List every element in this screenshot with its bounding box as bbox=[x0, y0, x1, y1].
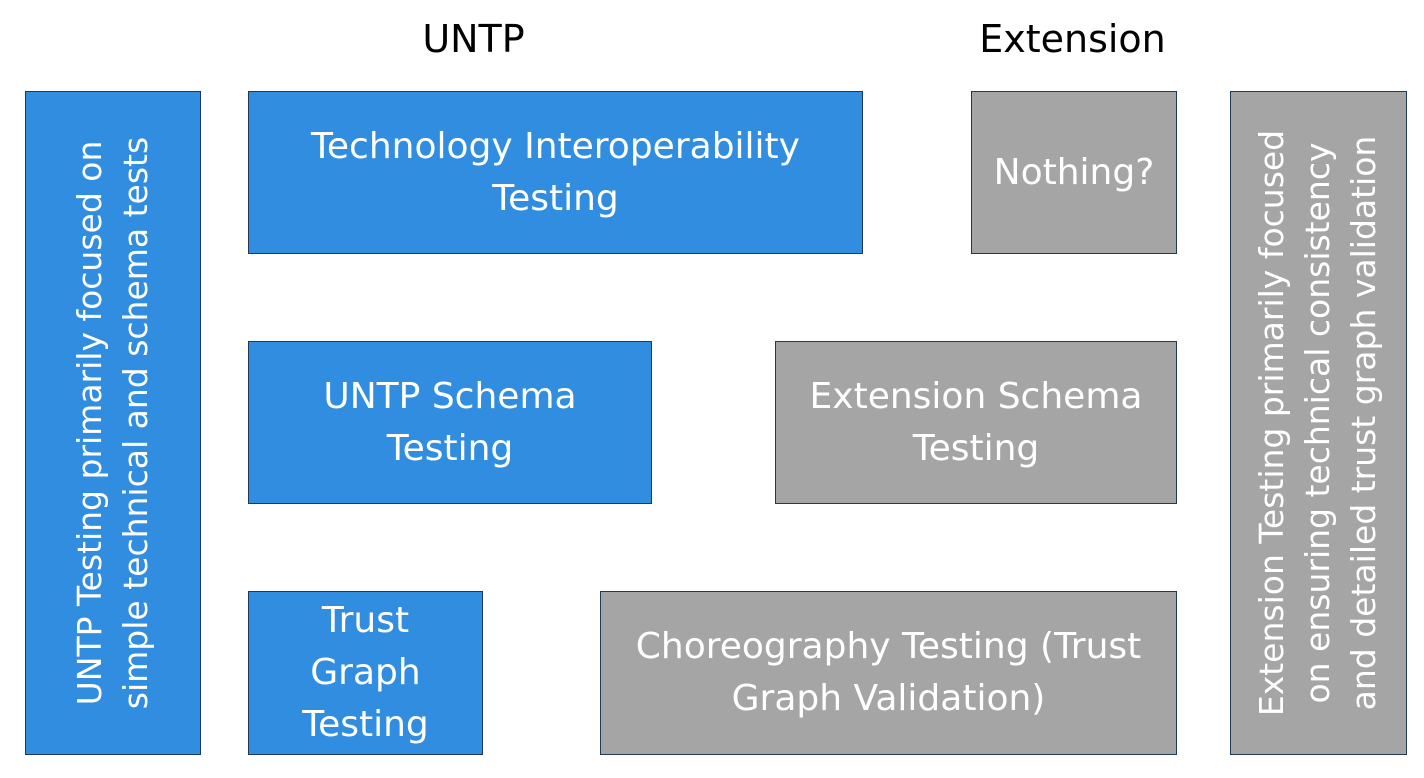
technology-interoperability-testing-box: Technology Interoperability Testing bbox=[248, 91, 863, 254]
untp-schema-testing-label: UNTP Schema Testing bbox=[323, 375, 577, 469]
choreography-testing-label: Choreography Testing (Trust Graph Valida… bbox=[635, 626, 1142, 719]
technology-interoperability-testing-label: Technology Interoperability Testing bbox=[311, 125, 800, 219]
untp-testing-panel: UNTP Testing primarily focused on simple… bbox=[25, 91, 201, 755]
extension-testing-panel-label: Extension Testing primarily focused on e… bbox=[1252, 129, 1384, 717]
extension-schema-testing-box: Extension Schema Testing bbox=[775, 341, 1177, 504]
trust-graph-testing-box: Trust Graph Testing bbox=[248, 591, 483, 755]
choreography-testing-box: Choreography Testing (Trust Graph Valida… bbox=[600, 591, 1177, 755]
extension-column-heading: Extension bbox=[979, 17, 1166, 61]
untp-column-heading: UNTP bbox=[422, 17, 525, 61]
extension-schema-testing-label: Extension Schema Testing bbox=[809, 375, 1143, 469]
trust-graph-testing-label: Trust Graph Testing bbox=[302, 600, 429, 745]
extension-testing-panel: Extension Testing primarily focused on e… bbox=[1230, 91, 1407, 755]
untp-schema-testing-box: UNTP Schema Testing bbox=[248, 341, 652, 504]
untp-testing-panel-label: UNTP Testing primarily focused on simple… bbox=[70, 136, 156, 710]
nothing-label: Nothing? bbox=[993, 151, 1155, 193]
nothing-box: Nothing? bbox=[971, 91, 1177, 254]
